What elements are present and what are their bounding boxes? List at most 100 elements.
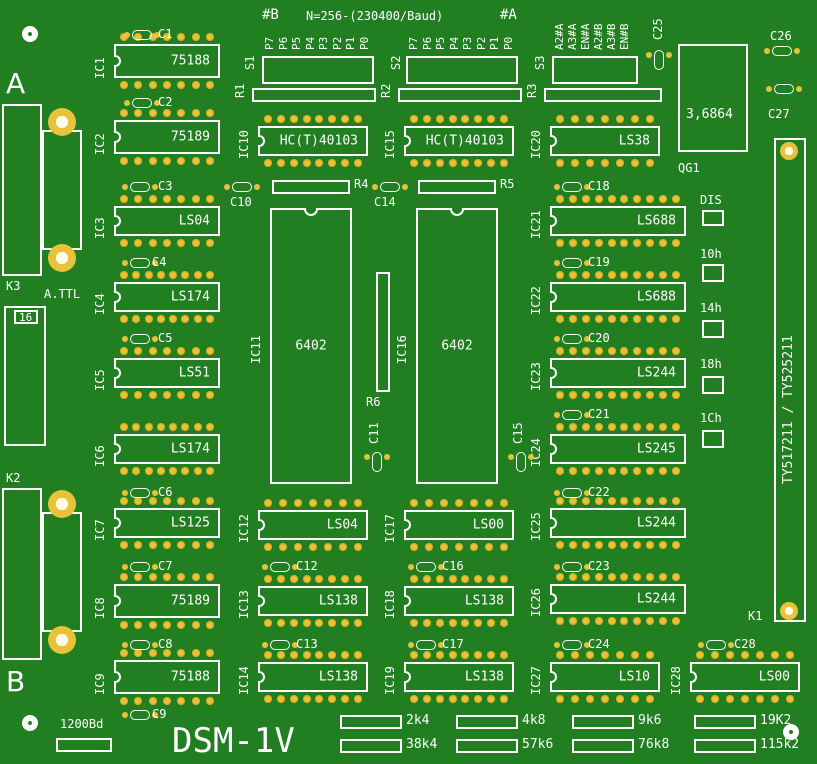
chip-ref-label: IC21 (529, 210, 543, 239)
pad (341, 651, 350, 659)
chip-part-label: LS244 (636, 515, 676, 531)
pad (162, 157, 171, 165)
pad (470, 543, 478, 551)
baud-jumper-1200[interactable] (56, 738, 112, 752)
resistor-array-r2 (398, 88, 522, 102)
ic-ic19: LS138 (404, 651, 514, 703)
pad (620, 347, 629, 355)
pad (556, 617, 564, 625)
pad (646, 271, 655, 279)
ic-ic7: LS125 (114, 497, 220, 549)
capacitor-c8 (122, 640, 158, 650)
capacitor-label: C10 (230, 195, 252, 209)
chip-pad-row (410, 695, 508, 703)
chip-ref-label: IC7 (93, 519, 107, 541)
chip-notch (114, 215, 121, 227)
chip-pad-row (120, 423, 214, 431)
pad (659, 497, 667, 505)
chip-pad-row (120, 157, 214, 165)
capacitor-label: C26 (770, 29, 792, 43)
dip-switch-s1[interactable] (262, 56, 374, 84)
jumper-18h[interactable] (702, 376, 724, 394)
pad (328, 575, 337, 583)
baud-jumper[interactable] (456, 739, 518, 753)
jumper-dis[interactable] (702, 210, 724, 226)
baud-jumper[interactable] (694, 739, 756, 753)
pad (556, 391, 564, 399)
chip-part-label: 75189 (170, 129, 210, 145)
baud-jumper[interactable] (572, 715, 634, 729)
pad (620, 423, 629, 431)
pad (341, 159, 350, 167)
connector-k2-label: K2 (6, 471, 21, 485)
dip-switch-s2[interactable] (406, 56, 518, 84)
chip-notch (550, 291, 557, 303)
chip-part-label: LS174 (170, 289, 210, 305)
pad (616, 695, 624, 703)
pad (594, 271, 603, 279)
pad (156, 315, 165, 323)
jumper-14h[interactable] (702, 320, 724, 338)
pad (191, 573, 200, 581)
jumper-1ch[interactable] (702, 430, 724, 448)
pad (134, 33, 143, 41)
pad (162, 347, 171, 355)
crystal-socket (678, 44, 748, 152)
pad (646, 541, 655, 549)
pad (435, 619, 444, 627)
chip-part-label: 75188 (170, 53, 210, 69)
pad (646, 315, 655, 323)
pad (616, 159, 624, 167)
chip-notch (404, 595, 411, 607)
pad (425, 499, 433, 507)
chip-notch (114, 671, 121, 683)
ic-ic23: LS244 (550, 347, 686, 399)
pad (169, 315, 178, 323)
baud-jumper[interactable] (694, 715, 756, 729)
s1-pin-label: P2 (330, 36, 344, 50)
pad (461, 115, 470, 123)
ic-ic8: 75189 (114, 573, 220, 629)
chip-pad-row (120, 467, 214, 475)
pad (594, 391, 603, 399)
pad (205, 391, 214, 399)
tty-label: TY517211 / TY525211 (781, 335, 796, 484)
s2-pin-label: P2 (474, 36, 488, 50)
baud-jumper[interactable] (456, 715, 518, 729)
pad (148, 81, 157, 89)
pad (177, 347, 186, 355)
pad (162, 497, 171, 505)
pad (354, 543, 362, 551)
pad (448, 695, 457, 703)
chip-notch (550, 367, 557, 379)
s3-pin-label: A3#B (605, 23, 618, 51)
pad (191, 541, 200, 549)
pad (487, 695, 496, 703)
db9-shell-k2 (42, 512, 82, 632)
capacitor-c1 (124, 30, 160, 40)
crystal-ref-label: QG1 (678, 161, 700, 175)
s3-pin-label: EN#B (618, 23, 631, 51)
pad (474, 115, 483, 123)
pad (148, 109, 157, 117)
capacitor-c7 (122, 562, 158, 572)
chip-notch (550, 517, 557, 529)
pad (264, 115, 272, 123)
pad (659, 617, 667, 625)
pad (205, 347, 214, 355)
s1-pin-label: P1 (344, 36, 357, 50)
dip-switch-s3[interactable] (552, 56, 638, 84)
pad (144, 271, 153, 279)
baud-jumper[interactable] (572, 739, 634, 753)
pad (181, 467, 190, 475)
pad (328, 159, 337, 167)
baud-jumper[interactable] (340, 739, 402, 753)
pad (294, 543, 302, 551)
pad (191, 697, 200, 705)
pad (148, 195, 157, 203)
jumper-10h[interactable] (702, 264, 724, 282)
capacitor-c20 (554, 334, 590, 344)
pad (711, 651, 719, 659)
pad (633, 541, 642, 549)
baud-jumper[interactable] (340, 715, 402, 729)
